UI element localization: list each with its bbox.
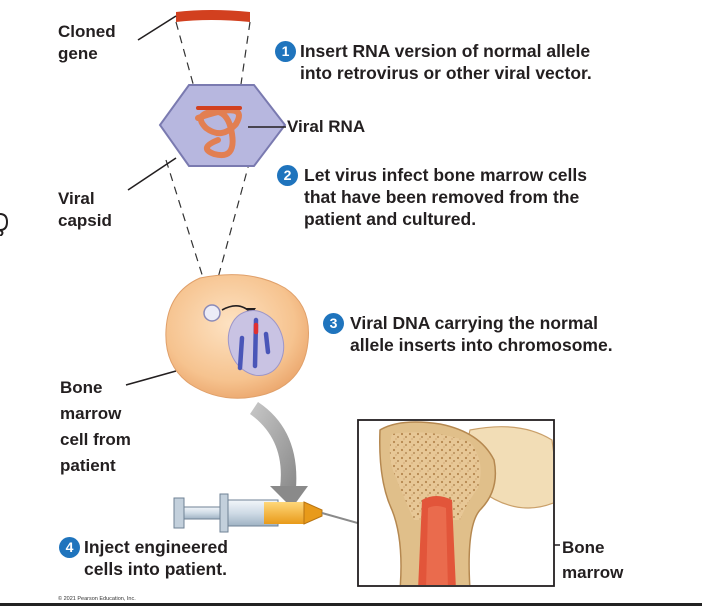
cloned-gene-bar [176,10,250,22]
step-1-line-2: into retrovirus or other viral vector. [300,63,592,83]
cloned-gene-label: Cloned gene [58,22,116,63]
cell-icon [165,274,310,399]
step-2-line-2: that have been removed from the [304,187,580,207]
step-3-badge-icon: 3 [323,313,344,334]
step-4-text: Inject engineered cells into patient. [84,536,228,580]
edge-fragment-icon [0,213,8,236]
bottom-rule [0,603,702,606]
bone-marrow-label: Bone marrow [562,538,624,582]
bone-marrow-cell-label: Bone marrow cell from patient [60,378,131,475]
step-4-line-1: Inject engineered [84,537,228,557]
step-3-line-2: allele inserts into chromosome. [350,335,613,355]
bone-icon [357,419,555,587]
step-2-badge-icon: 2 [277,165,298,186]
transfer-arrow [250,402,297,488]
copyright-notice: © 2021 Pearson Education, Inc. [58,596,136,602]
step-2-line-1: Let virus infect bone marrow cells [304,165,587,185]
viral-rna-label: Viral RNA [287,117,366,136]
chromosome-icon [237,317,271,371]
step-1-text: Insert RNA version of normal allele into… [300,40,592,84]
step-2-line-3: patient and cultured. [304,209,477,229]
step-3-line-1: Viral DNA carrying the normal [350,313,598,333]
step-4-badge-icon: 4 [59,537,80,558]
step-1-badge-icon: 1 [275,41,296,62]
viral-rna-strand [195,107,242,158]
viral-capsid-label: Viral capsid [58,189,112,230]
step-1-line-1: Insert RNA version of normal allele [300,41,591,61]
step-3-text: Viral DNA carrying the normal allele ins… [350,312,613,356]
step-2-text: Let virus infect bone marrow cells that … [304,164,587,230]
virus-capsid-icon [158,84,287,167]
step-4-line-2: cells into patient. [84,559,227,579]
